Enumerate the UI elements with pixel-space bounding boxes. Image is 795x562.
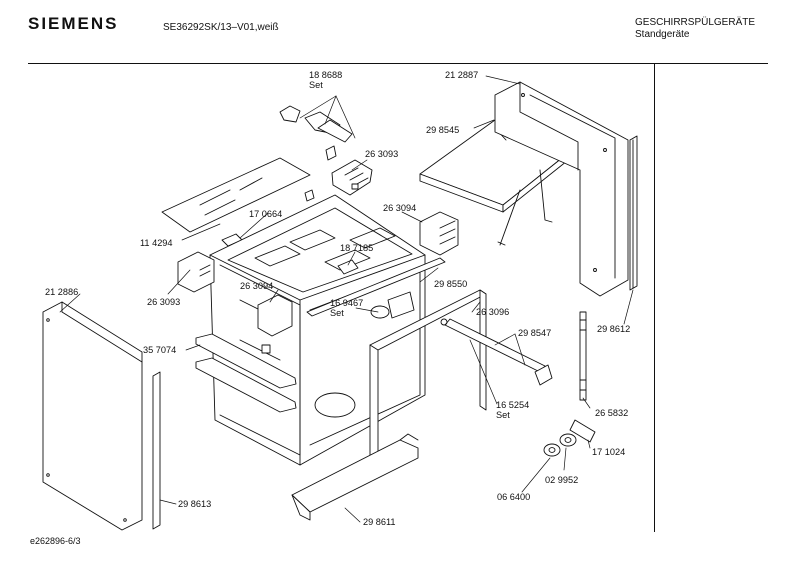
category-title: GESCHIRRSPÜLGERÄTE [635, 17, 756, 28]
door-frame-rails [195, 333, 297, 413]
tub-rim-seal [306, 257, 487, 471]
part-label: 06 6400 [497, 492, 531, 502]
part-label: 29 8612 [597, 324, 631, 334]
header-rule [28, 63, 768, 64]
category-subtitle: Standgeräte [635, 29, 690, 40]
part-label: 17 0664 [249, 209, 283, 219]
pump-holder-set [370, 291, 415, 319]
part-label: 29 8547 [518, 328, 552, 338]
model-number: SE36292SK/13–V01,weiß [163, 22, 279, 33]
leader-lines [59, 75, 634, 523]
brand-logo: SIEMENS [28, 14, 119, 33]
nut-and-washer [543, 433, 577, 457]
back-panel [494, 81, 629, 297]
clip-top [331, 159, 373, 196]
left-trim-strip [152, 371, 161, 530]
small-clip [221, 189, 315, 247]
part-label: 26 3094 [240, 281, 274, 291]
part-label: 29 8550 [434, 279, 468, 289]
right-trim-strip [629, 135, 638, 291]
part-label: 26 3093 [365, 149, 399, 159]
part-label: 29 8613 [178, 499, 212, 509]
part-label: 26 3094 [383, 203, 417, 213]
part-label: 26 3096 [476, 307, 510, 317]
part-label: 29 8611 [363, 517, 396, 527]
vertical-divider [654, 64, 655, 532]
drawing-code: e262896-6/3 [30, 536, 81, 546]
part-label: 21 2886 [45, 287, 79, 297]
mounting-bracket-set [279, 105, 353, 161]
sensor-part [337, 259, 359, 275]
clip-right [419, 211, 459, 256]
part-label: 26 3093 [147, 297, 181, 307]
part-label: 21 2887 [445, 70, 479, 80]
base-plinth [291, 433, 419, 521]
spray-arm-tube [440, 318, 553, 386]
insulation-sheet [161, 157, 311, 233]
part-label: 18 7185 [340, 243, 374, 253]
hinge-bracket [257, 294, 293, 354]
clip-left [177, 251, 215, 293]
part-label: 35 7074 [143, 345, 177, 355]
part-label: 29 8545 [426, 125, 460, 135]
part-label: 26 5832 [595, 408, 629, 418]
drain-hose [569, 311, 596, 443]
part-label: 17 1024 [592, 447, 626, 457]
tub-body [209, 194, 426, 466]
part-label: 02 9952 [545, 475, 579, 485]
part-label: 11 4294 [140, 238, 173, 248]
left-side-panel [42, 301, 143, 531]
